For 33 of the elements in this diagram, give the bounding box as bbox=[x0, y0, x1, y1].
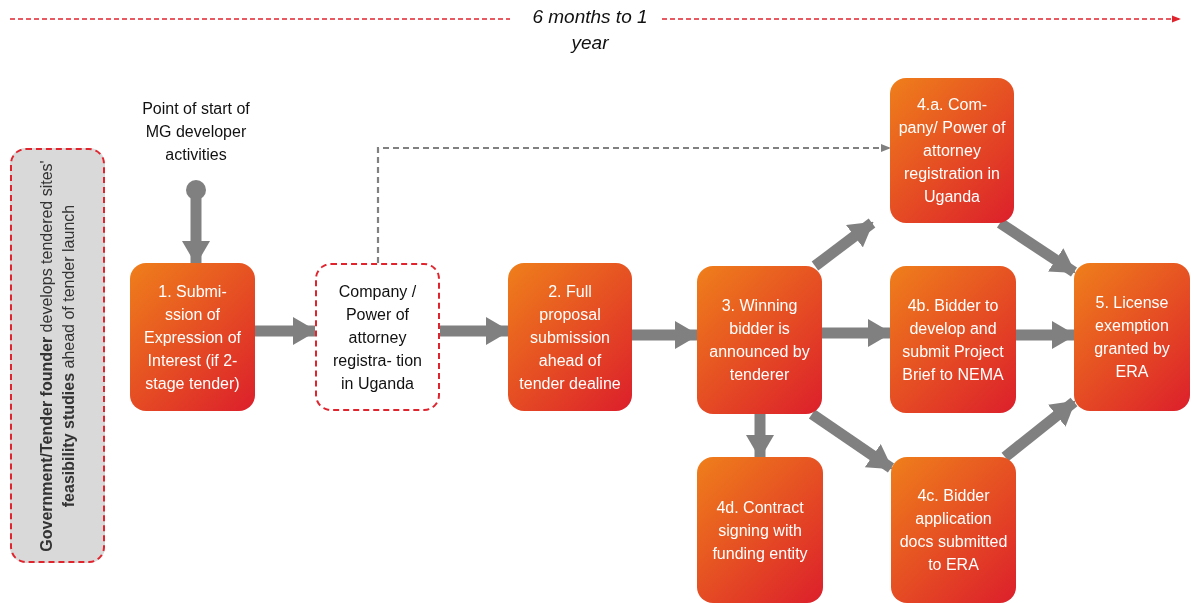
block-arrow bbox=[1016, 321, 1076, 349]
process-box bbox=[1074, 263, 1190, 411]
duration-label: 6 months to 1 year bbox=[531, 5, 649, 55]
process-box bbox=[891, 457, 1016, 603]
box-text: 4d. Contract signing with funding entity bbox=[711, 497, 809, 564]
dashed-process-box bbox=[315, 263, 440, 411]
block-arrow bbox=[996, 218, 1078, 277]
dashed-note-box bbox=[10, 148, 105, 563]
box-text: Company / Power of attorney registra- tion in Uganda bbox=[332, 281, 423, 394]
block-arrow bbox=[822, 319, 892, 347]
box-text: 1. Submi- ssion of Expression of Interest (if 2-stage tender) bbox=[143, 281, 242, 394]
block-arrow bbox=[182, 180, 210, 265]
block-arrow bbox=[1001, 397, 1078, 462]
box-text: 4.a. Com- pany/ Power of attorney registration in Uganda bbox=[898, 95, 1006, 207]
box-text: 5. License exemption granted by ERA bbox=[1093, 293, 1171, 382]
process-box bbox=[697, 266, 822, 414]
box-text: 4c. Bidder application docs submitted to ERA bbox=[899, 486, 1008, 575]
process-box bbox=[890, 266, 1016, 413]
process-box bbox=[508, 263, 632, 411]
process-box bbox=[890, 78, 1014, 223]
process-box bbox=[130, 263, 255, 411]
box-text: 2. Full proposal submission ahead of tender dealine bbox=[518, 281, 622, 394]
block-arrow bbox=[746, 414, 774, 459]
block-arrow bbox=[811, 218, 876, 271]
block-arrow bbox=[808, 409, 895, 473]
process-box bbox=[697, 457, 823, 603]
block-arrow bbox=[632, 321, 699, 349]
box-text: 4b. Bidder to develop and submit Project Brief to NEMA bbox=[901, 295, 1005, 385]
block-arrow bbox=[440, 317, 510, 345]
block-arrow bbox=[255, 317, 317, 345]
box-text: 3. Winning bidder is announced by tenderer bbox=[708, 296, 811, 385]
start-point-text: Point of start of MG developer activities bbox=[136, 84, 256, 178]
dashed-arrow bbox=[376, 144, 891, 263]
